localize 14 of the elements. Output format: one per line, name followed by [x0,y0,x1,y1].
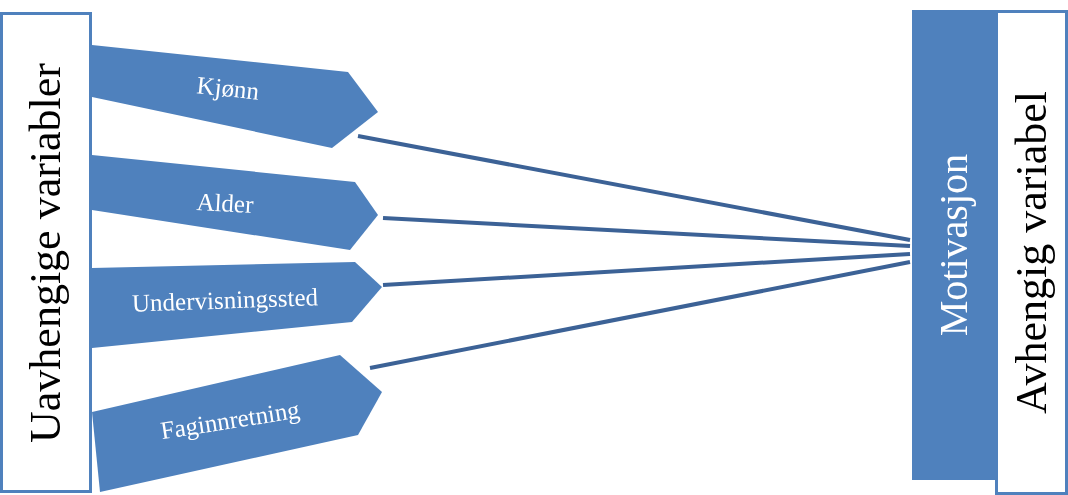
filled-band [912,10,995,480]
pentagon-box [92,45,378,148]
node-label: Alder [195,189,255,217]
pentagon-box [92,155,378,250]
outlined-box [995,10,1068,495]
pentagon-box [92,262,382,348]
outlined-box [0,12,92,493]
node-label: Motivasjon [933,153,974,337]
node-label: Uavhengige variabler [24,62,68,443]
node-label: Undervisningssted [131,284,319,316]
pentagon-box [92,355,382,492]
node-label: Kjønn [195,72,261,104]
node-label: Avhengig variabel [1009,91,1054,414]
node-label: Faginnretning [158,396,302,444]
